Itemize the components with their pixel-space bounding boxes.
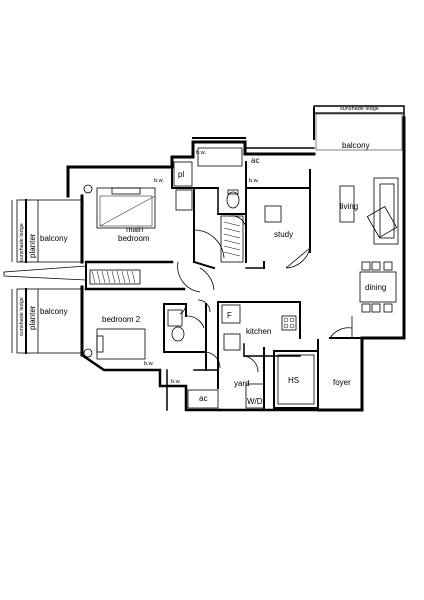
label-wd: W/D <box>247 397 263 406</box>
label-bw-bed2: b.w. <box>144 361 154 367</box>
label-planter-bottom: planter <box>28 305 37 330</box>
label-planter-top: planter <box>28 233 37 258</box>
label-study: study <box>274 230 293 239</box>
label-main-bedroom-line2: bedroom <box>118 234 150 243</box>
room-labels: sunshade ledge balcony b.w. pl ac b.w. b… <box>19 106 386 406</box>
label-main-bedroom-line1: main <box>126 225 143 234</box>
label-foyer: foyer <box>333 378 351 387</box>
door-swings <box>177 215 353 373</box>
label-bw-top: b.w. <box>196 150 206 156</box>
label-balcony-left-bottom: balcony <box>40 307 68 316</box>
label-bw-left: b.w. <box>154 178 164 184</box>
label-balcony-top: balcony <box>342 141 370 150</box>
internal-walls <box>84 161 363 411</box>
label-living: living <box>340 202 358 211</box>
outer-walls <box>66 105 406 412</box>
label-kitchen: kitchen <box>246 327 271 336</box>
left-balconies <box>3 199 87 354</box>
fixtures <box>83 113 403 360</box>
label-ac-bottom: ac <box>199 394 207 403</box>
label-pl: pl <box>178 170 184 179</box>
label-bw-mid: b.w. <box>249 178 259 184</box>
label-ac-top: ac <box>251 156 259 165</box>
label-balcony-left-top: balcony <box>40 234 68 243</box>
label-bw-bottom: b.w. <box>171 379 181 385</box>
label-sunshade-ledge-left-top: sunshade ledge <box>19 223 25 262</box>
label-dining: dining <box>365 283 386 292</box>
label-sunshade-ledge-left-bottom: sunshade ledge <box>19 297 25 336</box>
label-sunshade-ledge-top: sunshade ledge <box>340 106 379 112</box>
label-hs: HS <box>288 376 299 385</box>
label-yard: yard <box>234 379 250 388</box>
label-bedroom-2: bedroom 2 <box>102 315 141 324</box>
wardrobe-hatch <box>89 221 241 285</box>
label-fridge: F <box>227 311 232 320</box>
